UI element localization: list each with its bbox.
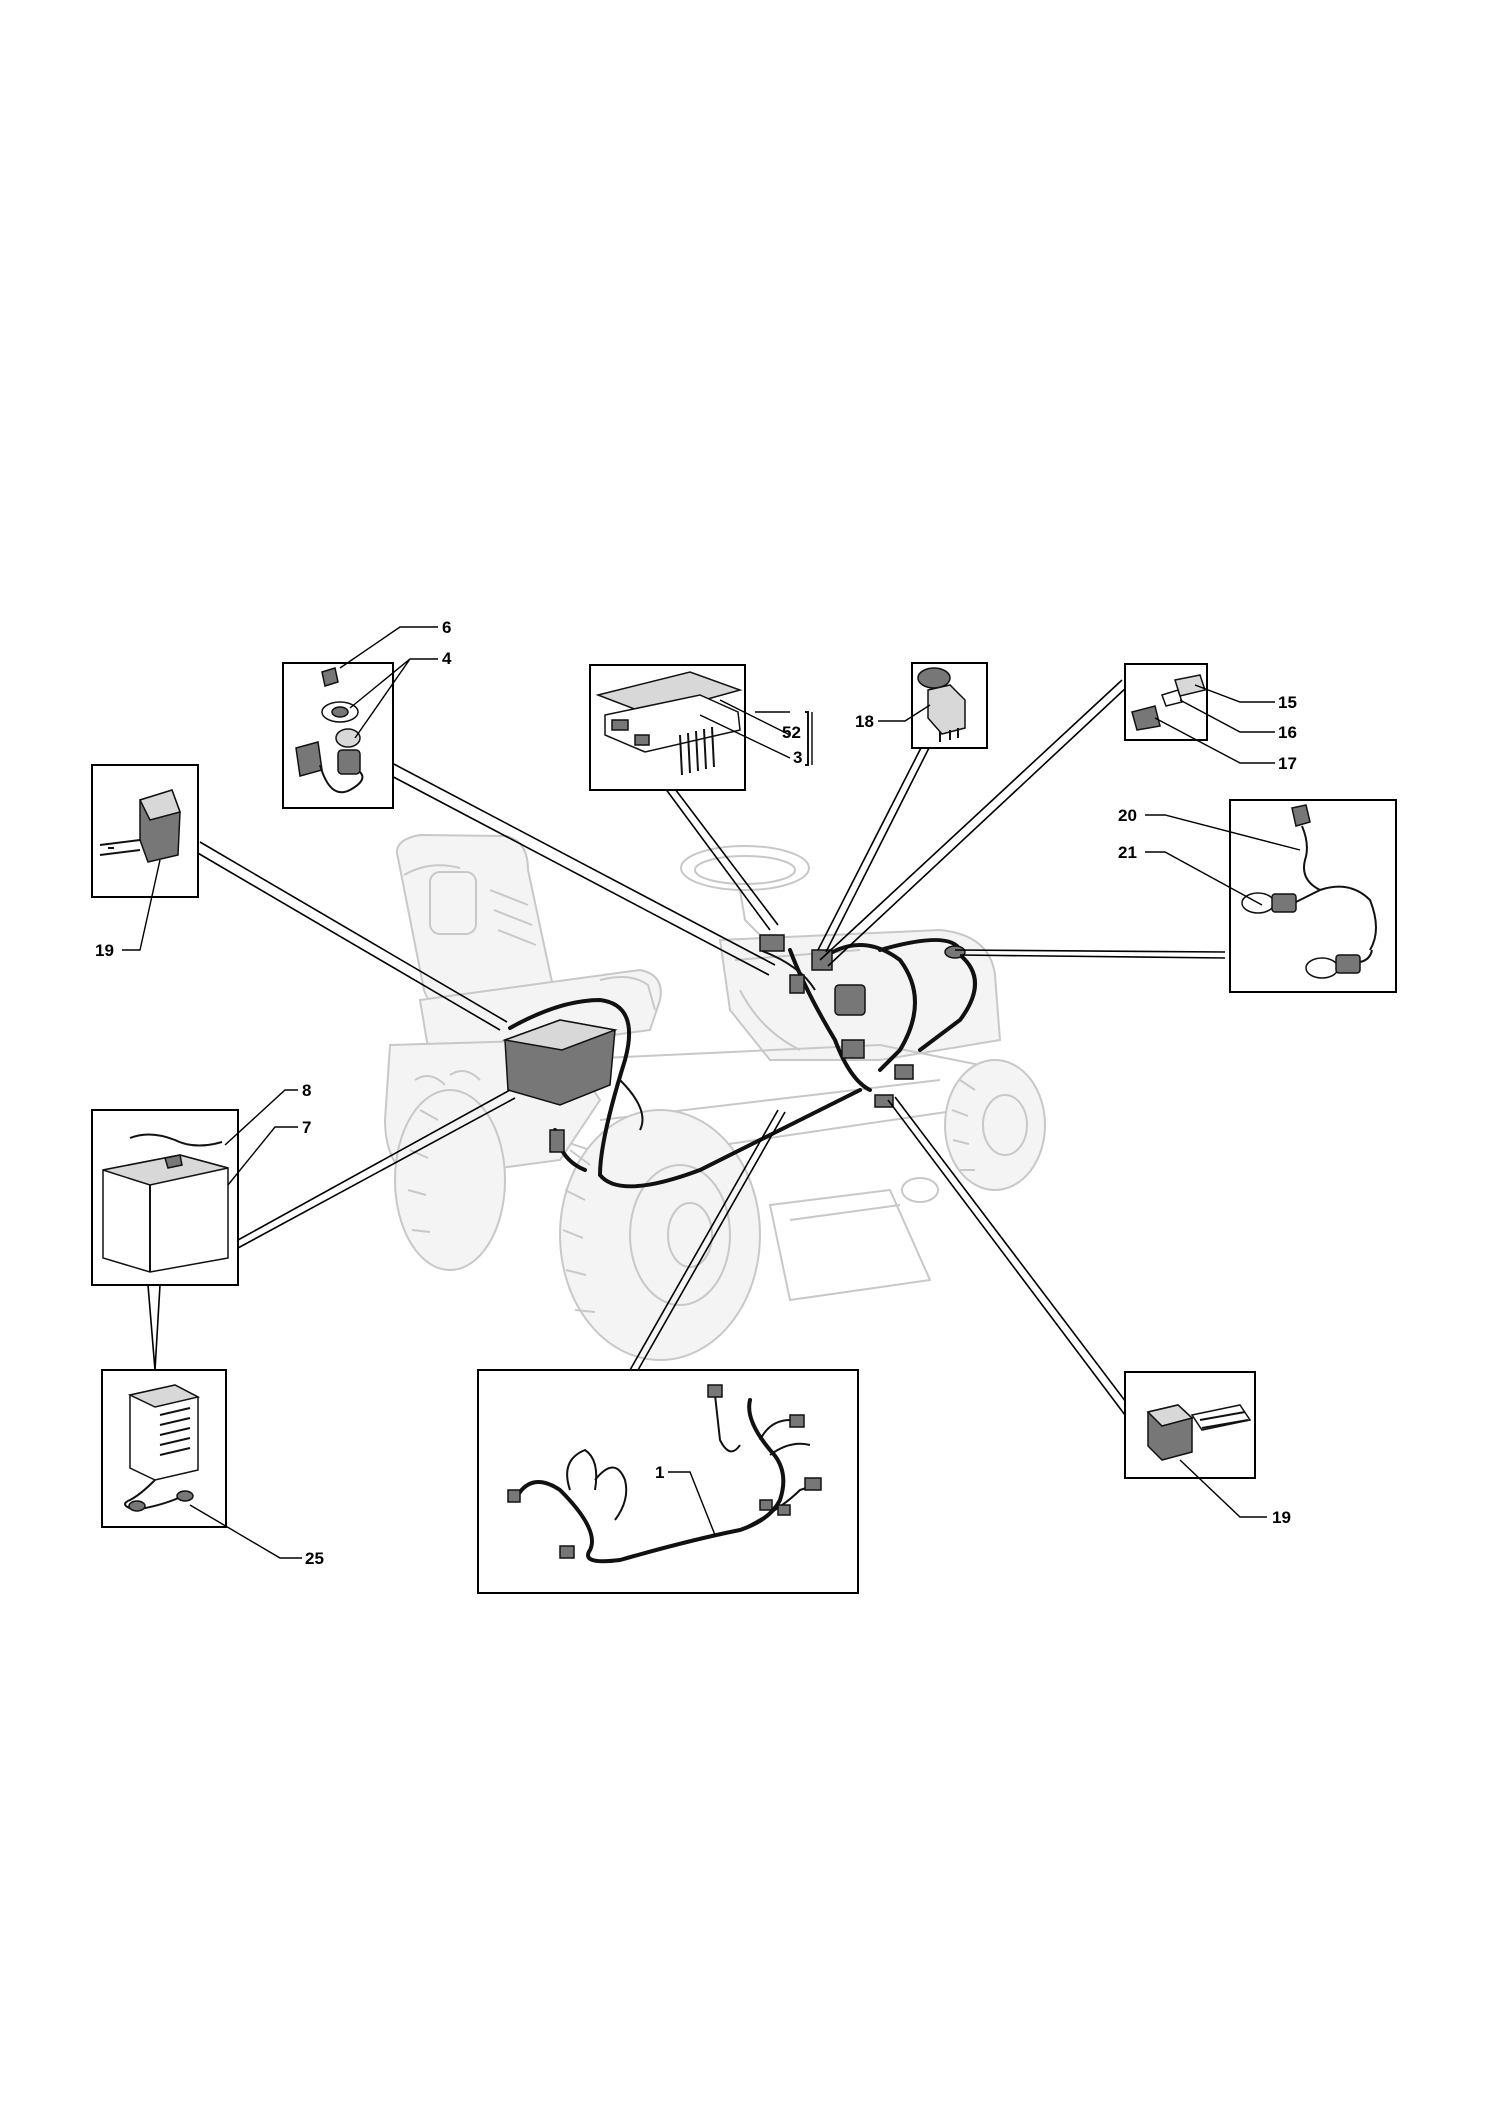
connector-lines: [147, 679, 1226, 1416]
leader-lines: [122, 626, 1301, 1559]
detail-box-battery: [91, 1109, 239, 1286]
callout-52: 52: [782, 723, 801, 742]
callout-15: 15: [1278, 693, 1297, 712]
callout-8: 8: [302, 1081, 311, 1100]
callout-25: 25: [305, 1549, 324, 1568]
detail-box-19a: [91, 764, 199, 898]
detail-box-15-17: [1124, 663, 1208, 741]
detail-box-18: [911, 662, 988, 749]
callout-18: 18: [855, 712, 874, 731]
detail-box-charger: [101, 1369, 227, 1528]
detail-box-harness: [477, 1369, 859, 1594]
callout-7: 7: [302, 1118, 311, 1137]
tractor-outline: [383, 833, 1046, 1361]
harness-on-tractor: [502, 934, 977, 1189]
detail-box-19b: [1124, 1371, 1256, 1479]
callout-4: 4: [442, 649, 452, 668]
detail-box-20-21: [1229, 799, 1397, 993]
callout-19-left: 19: [95, 941, 114, 960]
callout-1: 1: [655, 1463, 664, 1482]
callout-3: 3: [793, 748, 802, 767]
callout-20: 20: [1118, 806, 1137, 825]
detail-box-panel: [589, 664, 809, 791]
callout-17: 17: [1278, 754, 1297, 773]
callout-6: 6: [442, 618, 451, 637]
callout-labels: 6 4 19 52 3 18 15 16 17 20 21 8 7 25 1 1…: [95, 618, 1297, 1568]
callout-19-right: 19: [1272, 1508, 1291, 1527]
callout-16: 16: [1278, 723, 1297, 742]
detail-box-ignition: [282, 662, 394, 809]
callout-21: 21: [1118, 843, 1137, 862]
